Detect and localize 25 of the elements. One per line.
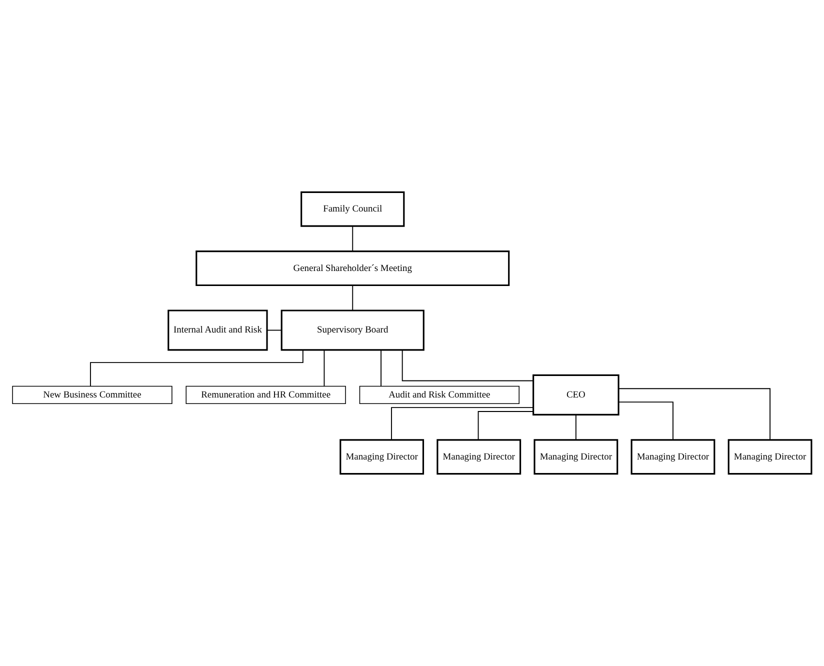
connector xyxy=(352,285,354,311)
node-box: General Shareholder´s Meeting xyxy=(196,250,510,286)
node-box: Managing Director xyxy=(728,439,812,475)
connector xyxy=(352,226,354,252)
connector xyxy=(391,407,534,440)
node-box: Managing Director xyxy=(630,439,716,475)
connector xyxy=(90,350,304,387)
connector xyxy=(478,411,534,440)
node-box: Audit and Risk Committee xyxy=(359,386,520,404)
connector xyxy=(266,330,282,331)
node-box: Managing Director xyxy=(436,439,522,475)
connector xyxy=(324,350,325,387)
node-box: CEO xyxy=(532,374,620,416)
connector xyxy=(575,414,576,440)
connector xyxy=(618,388,770,440)
node-box: Family Council xyxy=(300,191,405,227)
connector xyxy=(402,350,534,382)
node-box: Managing Director xyxy=(340,439,424,475)
node-box: Remuneration and HR Committee xyxy=(186,386,346,404)
node-box: Internal Audit and Risk xyxy=(168,310,268,351)
connector xyxy=(618,402,674,440)
node-box: Managing Director xyxy=(534,439,618,475)
node-box: New Business Committee xyxy=(12,386,172,404)
node-box: Supervisory Board xyxy=(280,310,424,351)
connector xyxy=(380,350,382,387)
